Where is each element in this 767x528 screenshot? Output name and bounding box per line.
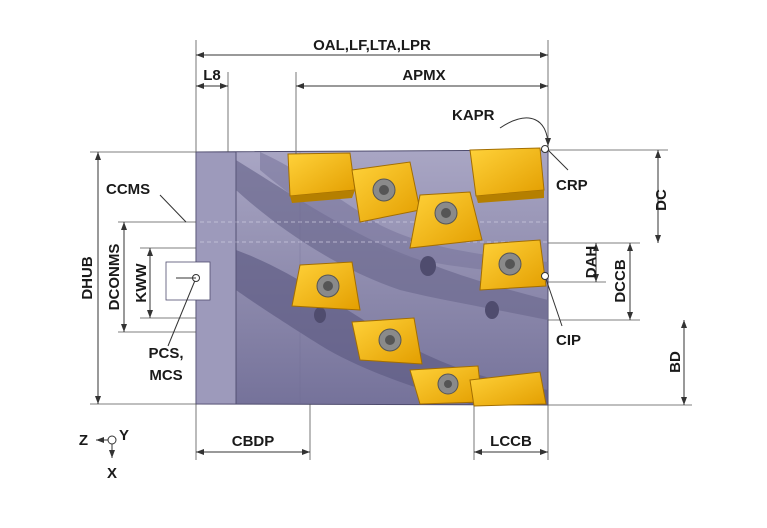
label-dconms: DCONMS: [106, 244, 123, 311]
label-pcs: PCS,: [148, 345, 183, 362]
axis-indicator: [96, 435, 117, 458]
label-axis-y: Y: [119, 427, 129, 444]
label-cip: CIP: [556, 332, 581, 349]
insert-8: [409, 365, 483, 405]
label-l8: L8: [203, 67, 221, 84]
label-dhub: DHUB: [79, 256, 96, 299]
label-cbdp: CBDP: [232, 433, 275, 450]
cip-point-icon: [541, 272, 549, 280]
insert-7: [351, 317, 423, 365]
label-lccb: LCCB: [490, 433, 532, 450]
label-bd: BD: [667, 351, 684, 373]
inserts: [287, 147, 547, 407]
insert-3: [469, 147, 545, 203]
insert-1: [287, 152, 356, 203]
insert-5: [479, 239, 547, 291]
label-kapr: KAPR: [452, 107, 495, 124]
label-apmx: APMX: [402, 67, 445, 84]
label-dc: DC: [653, 189, 670, 211]
label-crp: CRP: [556, 177, 588, 194]
insert-6: [291, 261, 361, 311]
leader-lines: [159, 117, 569, 347]
insert-9: [469, 371, 547, 407]
labels: OAL,LF,LTA,LPR L8 APMX KAPR CRP DC CCMS …: [79, 37, 684, 482]
label-oal: OAL,LF,LTA,LPR: [313, 37, 431, 54]
label-axis-x: X: [107, 465, 117, 482]
extension-lines: [90, 40, 692, 460]
label-dah: DAH: [583, 246, 600, 279]
label-ccms: CCMS: [106, 181, 150, 198]
dimension-lines: [95, 52, 687, 455]
origin-icon: [107, 435, 117, 445]
insert-2: [351, 161, 421, 223]
label-kww: KWW: [133, 263, 150, 303]
label-mcs: MCS: [149, 367, 182, 384]
label-axis-z: Z: [79, 432, 88, 449]
label-dccb: DCCB: [612, 259, 629, 302]
crp-point-icon: [541, 145, 549, 153]
insert-4: [409, 191, 483, 249]
